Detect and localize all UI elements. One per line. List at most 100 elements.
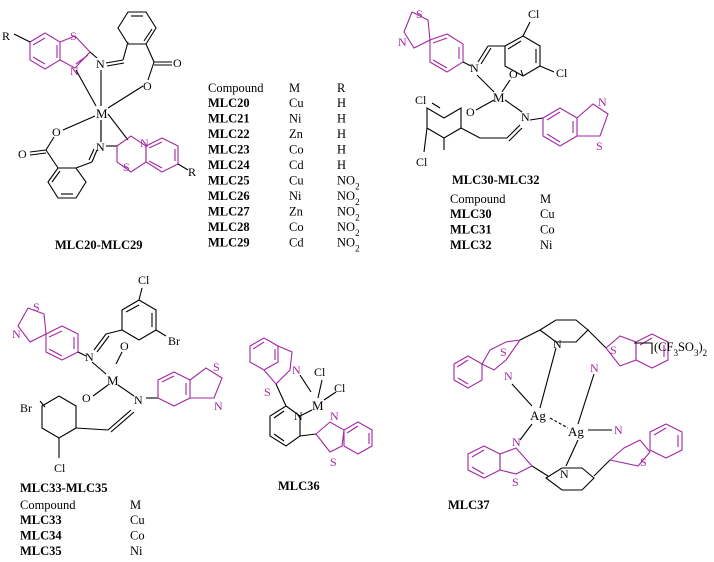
table2-header-compound: Compound bbox=[450, 192, 506, 206]
atom-cl-g2-3: Cl bbox=[415, 93, 427, 107]
table2-row-0-col-1: Cu bbox=[540, 207, 555, 221]
table2-row-2-col-1: Ni bbox=[540, 238, 553, 252]
atom-s-bottom: S bbox=[123, 160, 130, 174]
table3-row-2-col-0: MLC35 bbox=[20, 544, 62, 557]
table3-row-0-col-0: MLC33 bbox=[20, 513, 62, 527]
atom-s-g4-bottom: S bbox=[330, 455, 337, 469]
table1-row-0-col-0: MLC20 bbox=[208, 96, 250, 110]
structure-mlc37: N S N S N Ag Ag N N S bbox=[453, 319, 707, 491]
ring-benzene-bottom-right bbox=[145, 137, 179, 173]
table1-row-8-col-2: NO2 bbox=[337, 220, 360, 238]
table1-row-3-col-2: H bbox=[337, 143, 346, 157]
atom-s-g2-bottom: S bbox=[596, 139, 603, 153]
atom-n-g4-top: N bbox=[292, 363, 301, 377]
atom-metal-g3: M bbox=[107, 373, 119, 388]
table1-row-7-col-0: MLC27 bbox=[208, 205, 250, 219]
ring-benzene-g2-top bbox=[429, 33, 464, 73]
atom-ag-1: Ag bbox=[530, 408, 546, 423]
atom-n-g4-bottom: N bbox=[330, 409, 339, 423]
atom-s-g3-bottom: S bbox=[213, 360, 220, 374]
caption-mlc36: MLC36 bbox=[278, 479, 320, 493]
atom-o-carbonyl-bottom: O bbox=[18, 147, 27, 161]
ring-benzene-g5-rb bbox=[649, 423, 683, 459]
atom-n-g3-bottom: N bbox=[134, 393, 143, 407]
table2-header-m: M bbox=[540, 192, 551, 206]
table3-header-compound: Compound bbox=[20, 498, 76, 512]
atom-o-g2-top: O bbox=[509, 67, 518, 81]
ring-benzene-g4-top bbox=[249, 337, 279, 371]
atom-n-g2-top: N bbox=[470, 61, 479, 75]
caption-mlc33-35: MLC33-MLC35 bbox=[20, 481, 108, 495]
ring-phenol-g2-bottom bbox=[426, 107, 462, 139]
atom-cl-g2-2: Cl bbox=[556, 66, 568, 80]
table1-row-8-col-0: MLC28 bbox=[208, 220, 250, 234]
atom-cl-g2-1: Cl bbox=[528, 7, 540, 21]
atom-n-g5-pyr-bottom: N bbox=[560, 467, 569, 481]
table1-row-7-col-2: NO2 bbox=[337, 205, 360, 223]
atom-cl-g3-2: Cl bbox=[54, 461, 66, 475]
table2-row-0-col-0: MLC30 bbox=[450, 207, 492, 221]
atom-o-top: O bbox=[143, 79, 152, 93]
table3-header-m: M bbox=[130, 498, 141, 512]
atom-ag-2: Ag bbox=[568, 424, 584, 439]
table1-row-0-col-1: Cu bbox=[289, 96, 304, 110]
table1-row-2-col-2: H bbox=[337, 127, 346, 141]
atom-n-g5-lt: N bbox=[504, 369, 513, 383]
table1-row-6-col-2: NO2 bbox=[337, 189, 360, 207]
table3-row-1-col-0: MLC34 bbox=[20, 529, 62, 543]
table1-row-3-col-0: MLC23 bbox=[208, 143, 250, 157]
ring-thiazole-g3-top bbox=[17, 307, 47, 343]
structure-mlc33-35: S N N Cl Br O M O N Br Cl bbox=[12, 273, 223, 475]
atom-o-g2-bottom: O bbox=[466, 105, 475, 119]
table1-row-2-col-0: MLC22 bbox=[208, 127, 250, 141]
table1-row-1-col-1: Ni bbox=[289, 112, 302, 126]
ring-benzene-g5-rt bbox=[635, 333, 669, 369]
atom-n-imine-bottom: N bbox=[96, 140, 105, 154]
table1-row-1-col-0: MLC21 bbox=[208, 112, 250, 126]
table1-row-9-col-2: NO2 bbox=[337, 236, 360, 254]
atom-n-bottom-ring: N bbox=[140, 136, 149, 150]
table3-row-0-col-1: Cu bbox=[130, 513, 145, 527]
atom-cl-g3-1: Cl bbox=[138, 273, 150, 287]
ring-thiazole-g2-top bbox=[403, 11, 431, 49]
atom-n-g4-pyridine: N bbox=[294, 409, 303, 423]
table1-row-1-col-2: H bbox=[337, 112, 346, 126]
table1-row-0-col-2: H bbox=[337, 96, 346, 110]
atom-n-imine-top: N bbox=[96, 57, 105, 71]
atom-s-g5-rt: S bbox=[610, 343, 617, 357]
caption-mlc37: MLC37 bbox=[448, 498, 490, 512]
atom-o-g3-bottom: O bbox=[82, 391, 91, 405]
atom-cl-g2-4: Cl bbox=[416, 155, 428, 169]
table2-row-2-col-0: MLC32 bbox=[450, 238, 492, 252]
atom-metal-g4: M bbox=[312, 398, 324, 413]
ring-benzene-g4-bottom bbox=[343, 421, 373, 455]
atom-n-g2-bottom-ring: N bbox=[598, 95, 607, 109]
atom-metal-1: M bbox=[96, 106, 108, 121]
atom-s-top: S bbox=[70, 29, 77, 43]
table1-row-3-col-1: Co bbox=[289, 143, 304, 157]
ring-benzene-g5-lt bbox=[453, 355, 483, 389]
table1-row-6-col-0: MLC26 bbox=[208, 189, 250, 203]
ring-benzene-g3-bottom bbox=[157, 371, 191, 407]
caption-mlc20-29: MLC20-MLC29 bbox=[55, 238, 143, 252]
table1-row-9-col-1: Cd bbox=[289, 236, 304, 250]
table1-row-6-col-1: Ni bbox=[289, 189, 302, 203]
table1-row-7-col-1: Zn bbox=[289, 205, 304, 219]
table2-row-1-col-0: MLC31 bbox=[450, 223, 492, 237]
atom-o-bottom: O bbox=[52, 125, 61, 139]
atom-n-g2-bottom: N bbox=[521, 110, 530, 124]
atom-cl-g4-1: Cl bbox=[314, 365, 326, 379]
table2-row-1-col-1: Co bbox=[540, 223, 555, 237]
atom-n-g5-pyr-top: N bbox=[553, 337, 562, 351]
table1-row-4-col-2: H bbox=[337, 158, 346, 172]
table1-row-5-col-2: NO2 bbox=[337, 174, 360, 192]
atom-n-top-ring: N bbox=[70, 64, 79, 78]
caption-mlc30-32: MLC30-MLC32 bbox=[452, 173, 540, 187]
atom-o-g3-top: O bbox=[120, 339, 129, 353]
table1-row-2-col-1: Zn bbox=[289, 127, 304, 141]
ring-benzene-g5-lb bbox=[467, 445, 501, 479]
atom-n-g3-top-ring: N bbox=[12, 327, 21, 341]
ring-benzoate-bottom bbox=[47, 167, 87, 199]
